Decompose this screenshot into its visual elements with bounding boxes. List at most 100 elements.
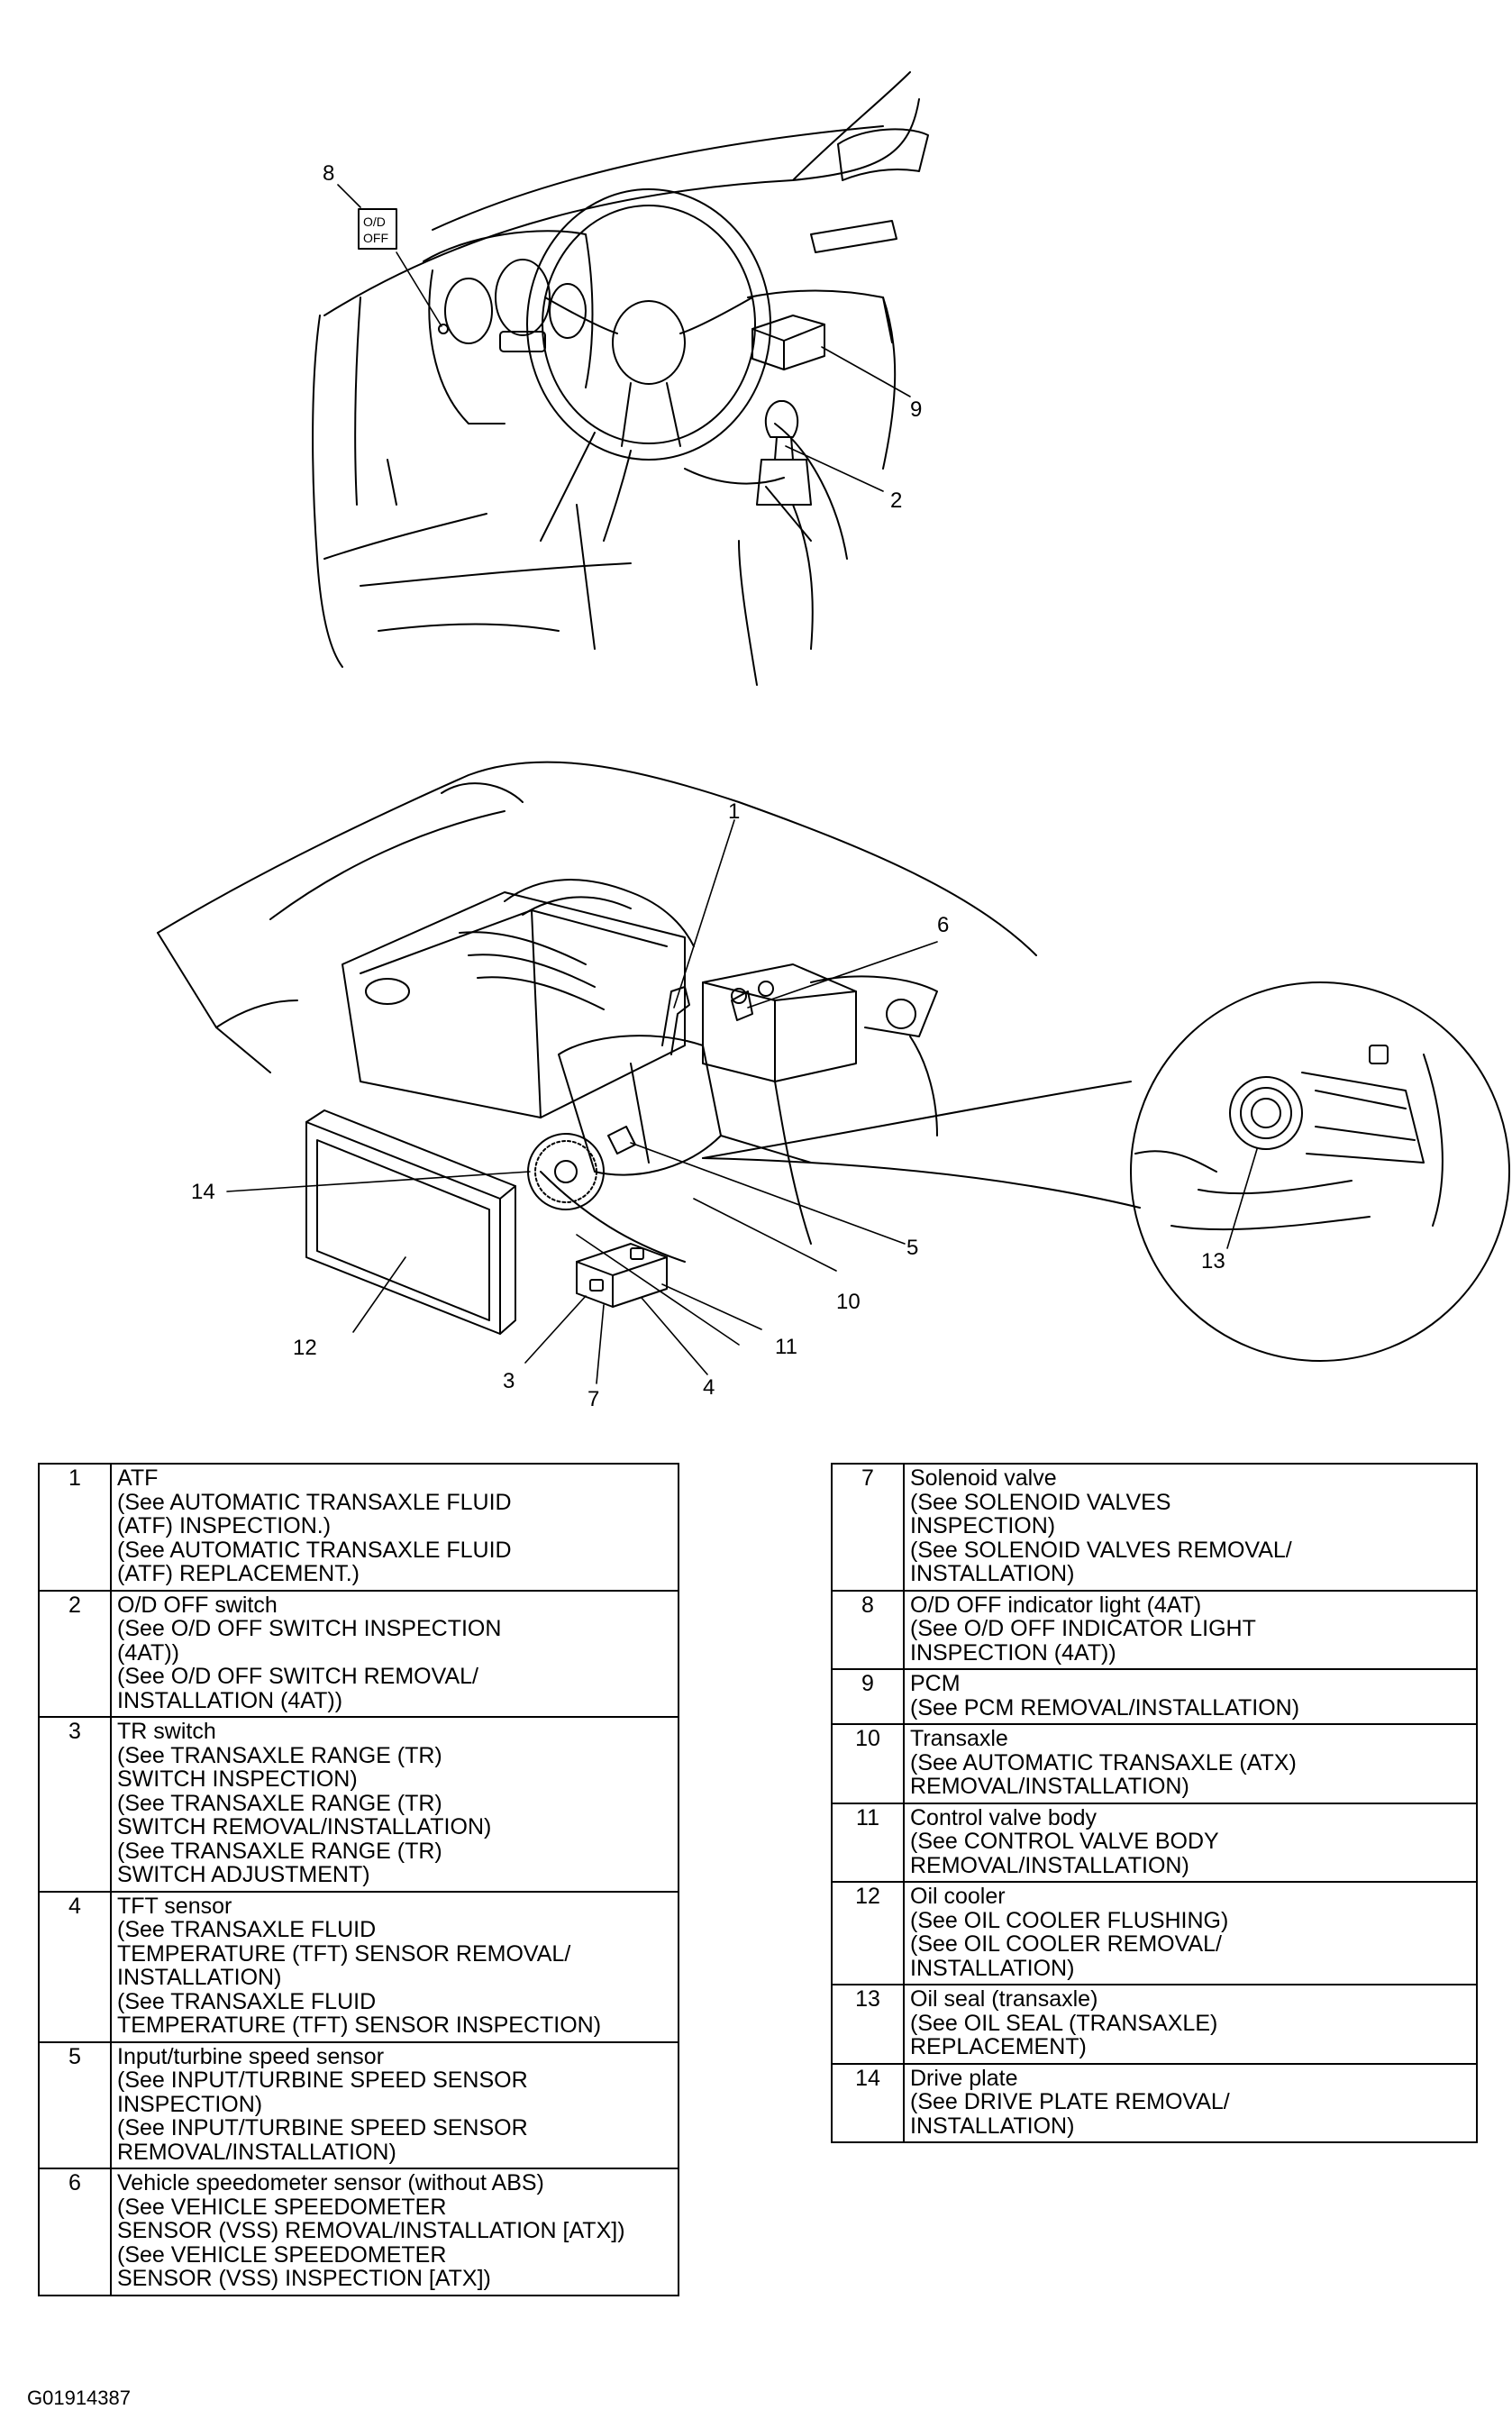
callout-14: 14: [191, 1180, 215, 1204]
callout-12: 12: [293, 1336, 317, 1360]
description-line: (See PCM REMOVAL/INSTALLATION): [910, 1694, 1300, 1721]
description-line: Transaxle: [910, 1726, 1008, 1751]
description-line: O/D OFF switch: [117, 1592, 278, 1618]
description-line: Control valve body: [910, 1804, 1098, 1830]
top-leader-lines: [337, 184, 911, 492]
description-line: (See DRIVE PLATE REMOVAL/: [910, 2089, 1230, 2114]
description-line: (See TRANSAXLE RANGE (TR): [117, 1838, 442, 1864]
description-line: (See OIL COOLER FLUSHING): [910, 1907, 1229, 1933]
description-line: SENSOR (VSS) INSPECTION [ATX]): [117, 2266, 491, 2291]
item-description: TR switch(See TRANSAXLE RANGE (TR)SWITCH…: [110, 1716, 679, 1893]
item-description: Drive plate(See DRIVE PLATE REMOVAL/INST…: [903, 2062, 1478, 2143]
callout-5: 5: [906, 1236, 918, 1260]
od-label-line-2: OFF: [363, 231, 388, 245]
description-line: INSPECTION (4AT)): [910, 1639, 1116, 1666]
item-description: Input/turbine speed sensor(See INPUT/TUR…: [110, 2040, 679, 2169]
item-description: Vehicle speedometer sensor (without ABS)…: [110, 2168, 679, 2296]
item-number: 13: [831, 1984, 905, 2065]
description-line: O/D OFF indicator light (4AT): [910, 1592, 1202, 1618]
description-line: Input/turbine speed sensor: [117, 2043, 385, 2069]
description-line: (See VEHICLE SPEEDOMETER: [117, 2241, 447, 2268]
od-label-line-1: O/D: [363, 215, 386, 229]
callout-3: 3: [503, 1369, 515, 1393]
item-description: ATF(See AUTOMATIC TRANSAXLE FLUID(ATF) I…: [110, 1463, 679, 1592]
description-line: INSTALLATION (4AT)): [117, 1687, 343, 1713]
description-line: REMOVAL/INSTALLATION): [117, 2139, 396, 2165]
description-line: INSTALLATION): [910, 1955, 1075, 1981]
description-line: (See O/D OFF SWITCH REMOVAL/: [117, 1664, 478, 1689]
item-number: 11: [831, 1802, 905, 1883]
callout-2: 2: [890, 488, 902, 513]
description-line: INSTALLATION): [910, 2113, 1075, 2139]
description-line: SWITCH REMOVAL/INSTALLATION): [117, 1814, 492, 1839]
description-line: (4AT)): [117, 1639, 179, 1666]
figure-code: G01914387: [27, 2387, 131, 2409]
description-line: (See OIL COOLER REMOVAL/: [910, 1931, 1222, 1957]
description-line: REMOVAL/INSTALLATION): [910, 1774, 1189, 1799]
item-description: O/D OFF switch(See O/D OFF SWITCH INSPEC…: [110, 1589, 679, 1718]
description-line: (See O/D OFF INDICATOR LIGHT: [910, 1616, 1256, 1641]
description-line: (See OIL SEAL (TRANSAXLE): [910, 2010, 1218, 2036]
description-line: TR switch: [117, 1719, 216, 1744]
callout-1: 1: [728, 799, 740, 824]
description-line: SENSOR (VSS) REMOVAL/INSTALLATION [ATX]): [117, 2218, 625, 2243]
description-line: Oil cooler: [910, 1884, 1006, 1909]
description-line: SWITCH ADJUSTMENT): [117, 1862, 370, 1887]
inset-magnifier: [702, 981, 1510, 1362]
description-line: (See SOLENOID VALVES: [910, 1489, 1171, 1515]
engine-bay-illustration: [157, 761, 1037, 1335]
description-line: (See TRANSAXLE RANGE (TR): [117, 1790, 442, 1816]
bottom-leader-lines: [226, 819, 1258, 1384]
description-line: (See TRANSAXLE FLUID: [117, 1988, 377, 2014]
description-line: (See SOLENOID VALVES REMOVAL/: [910, 1537, 1292, 1563]
item-number: 9: [831, 1668, 905, 1725]
description-line: ATF: [117, 1465, 159, 1491]
item-description: Control valve body(See CONTROL VALVE BOD…: [903, 1802, 1478, 1883]
item-number: 5: [38, 2040, 112, 2169]
description-line: (See O/D OFF SWITCH INSPECTION: [117, 1616, 502, 1641]
description-line: Vehicle speedometer sensor (without ABS): [117, 2170, 544, 2195]
item-number: 14: [831, 2062, 905, 2143]
item-number: 12: [831, 1881, 905, 1985]
description-line: INSPECTION): [910, 1513, 1056, 1538]
description-line: (ATF) REPLACEMENT.): [117, 1561, 360, 1586]
item-description: O/D OFF indicator light (4AT)(See O/D OF…: [903, 1589, 1478, 1670]
callout-11: 11: [775, 1335, 797, 1359]
item-number: 7: [831, 1463, 905, 1592]
callout-8: 8: [323, 161, 334, 186]
item-number: 3: [38, 1716, 112, 1893]
description-line: SWITCH INSPECTION): [117, 1766, 358, 1792]
description-line: Drive plate: [910, 2065, 1018, 2091]
description-line: REPLACEMENT): [910, 2034, 1087, 2059]
description-line: (See CONTROL VALVE BODY: [910, 1829, 1219, 1854]
description-line: Oil seal (transaxle): [910, 1986, 1098, 2012]
description-line: Solenoid valve: [910, 1465, 1057, 1491]
od-off-indicator-box: O/D OFF: [358, 208, 397, 250]
description-line: INSTALLATION): [910, 1561, 1075, 1586]
item-description: Oil cooler(See OIL COOLER FLUSHING)(See …: [903, 1881, 1478, 1985]
callout-7: 7: [587, 1387, 599, 1411]
description-line: (See AUTOMATIC TRANSAXLE (ATX): [910, 1749, 1297, 1775]
item-number: 8: [831, 1589, 905, 1670]
component-location-diagram: O/D OFF 8 9 2: [157, 71, 1510, 1411]
description-line: TEMPERATURE (TFT) SENSOR REMOVAL/: [117, 1940, 571, 1967]
description-line: (See TRANSAXLE FLUID: [117, 1917, 377, 1942]
top-callouts: 8 9 2: [323, 161, 922, 513]
description-line: (See TRANSAXLE RANGE (TR): [117, 1742, 442, 1768]
callout-9: 9: [910, 397, 922, 422]
